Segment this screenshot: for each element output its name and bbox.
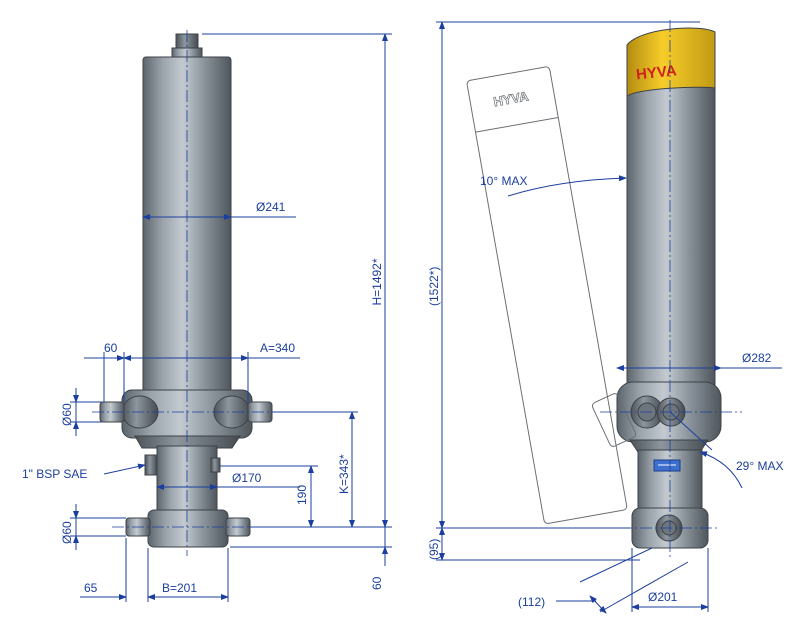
swing-label: 29° MAX	[736, 459, 783, 473]
diameter-collar-label: Ø282	[742, 351, 772, 365]
k-dimension-label: K=343*	[337, 454, 351, 494]
pin-diameter-bottom-label: Ø60	[60, 521, 74, 544]
diameter-base-label: Ø170	[232, 471, 262, 485]
base-eye	[147, 509, 229, 548]
tilted-ghost-cylinder: HYVA	[466, 66, 628, 524]
tilt-label: 10° MAX	[480, 174, 527, 188]
logo-band	[626, 27, 716, 97]
dim-190-label: 190	[295, 485, 309, 505]
port-label: 1" BSP SAE	[22, 467, 87, 481]
right-view: HYVA HYVA (1522*)	[427, 20, 783, 614]
oil-port	[144, 454, 158, 476]
height-total-label: (1522*)	[427, 267, 441, 306]
a-dimension-label: A=340	[260, 341, 295, 355]
dim-112-label: (112)	[518, 595, 545, 609]
dim-95-label: (95)	[427, 539, 441, 560]
diameter-top-label: Ø241	[256, 200, 286, 214]
left-view: H=1492* Ø241 60 A=340 Ø60 1" BSP SAE Ø17…	[22, 30, 392, 602]
pin-diameter-top-label: Ø60	[60, 403, 74, 426]
offset-top-label: 60	[104, 341, 118, 355]
ghost-logo-text: HYVA	[492, 88, 530, 109]
logo-text: HYVA	[635, 62, 677, 83]
height-label: H=1492*	[370, 258, 384, 305]
dim-65-label: 65	[84, 581, 98, 595]
diameter-base-right-label: Ø201	[648, 590, 678, 604]
b-dimension-label: B=201	[162, 581, 197, 595]
dim-60-bottom-label: 60	[370, 576, 384, 590]
upright-cylinder-barrel	[626, 44, 716, 396]
